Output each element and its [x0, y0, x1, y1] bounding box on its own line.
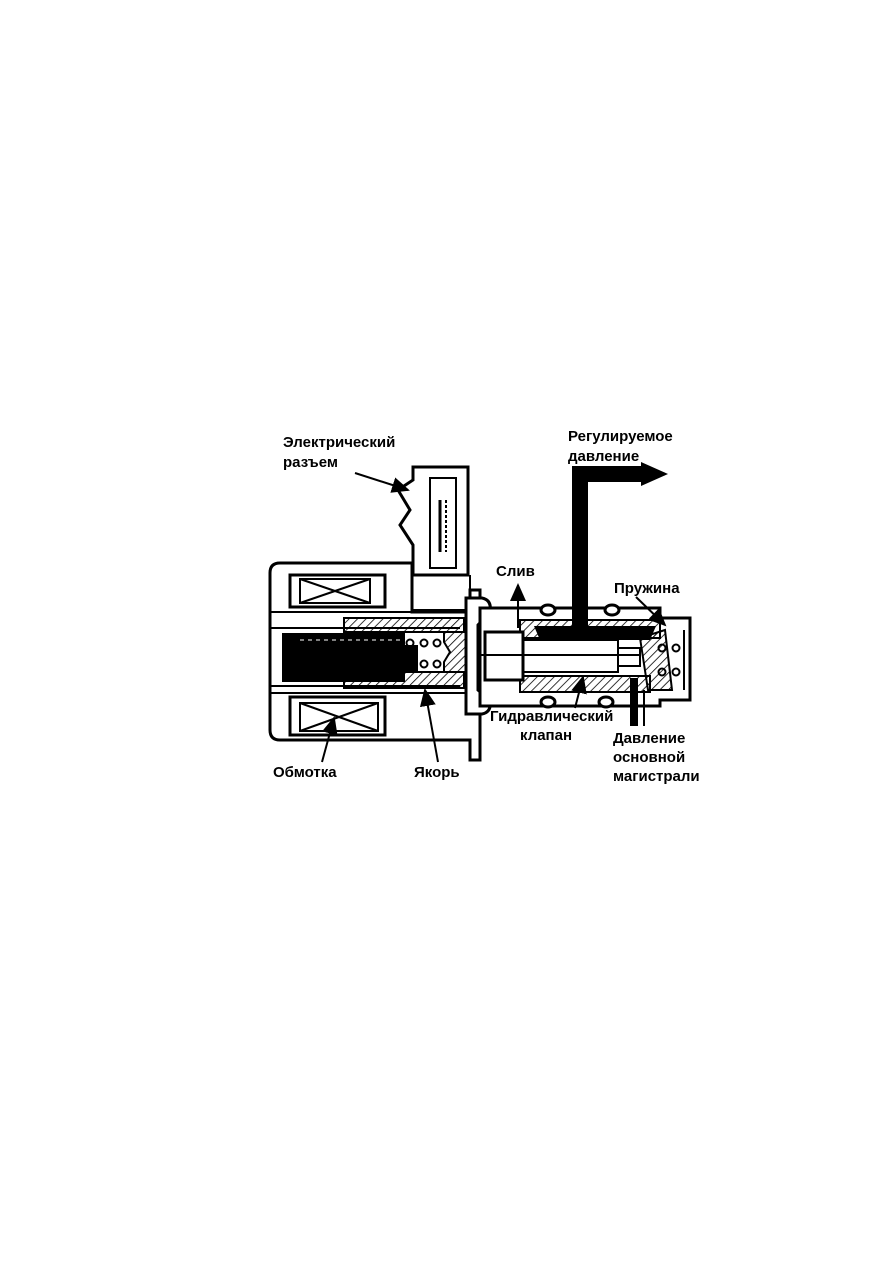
armature-spring: [405, 638, 442, 669]
label-line-pressure: Давление основной магистрали: [613, 730, 700, 785]
label-connector: Электрический разъем: [283, 434, 400, 471]
label-armature: Якорь: [414, 764, 460, 781]
leader-lines: [321, 472, 667, 763]
coil-winding-top: [288, 573, 387, 609]
coil-winding-bottom: [288, 695, 387, 737]
label-regulated-pressure: Регулируемое давление: [568, 428, 677, 465]
seal-rings: [539, 603, 621, 709]
label-hydraulic-valve: Гидравлический клапан: [490, 708, 617, 744]
valve-spring: [657, 630, 685, 690]
diaphragm: [464, 596, 492, 716]
label-spring: Пружина: [614, 580, 680, 597]
label-drain: Слив: [496, 563, 535, 580]
regulated-pressure-channel: [534, 462, 668, 640]
line-pressure-inlet: [630, 678, 645, 726]
plunger: [282, 633, 418, 682]
label-coil: Обмотка: [273, 764, 337, 781]
